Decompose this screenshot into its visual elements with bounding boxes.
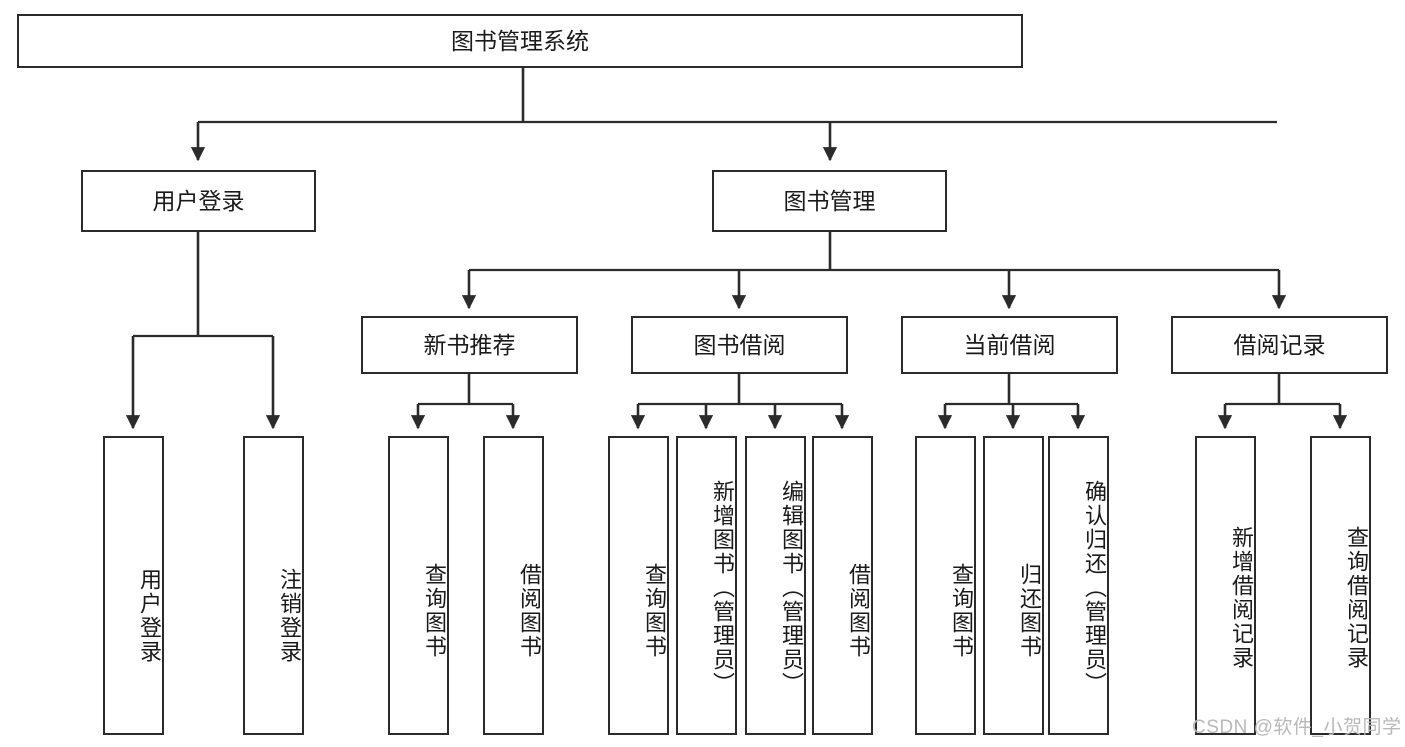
node-root-book-management-system[interactable]: 图书管理系统 xyxy=(17,14,1023,68)
node-book-borrow-label: 图书借阅 xyxy=(693,331,786,358)
leaf-new-book-borrow-books[interactable]: 借阅图书 xyxy=(483,436,544,735)
leaf-new-book-query-books[interactable]: 查询图书 xyxy=(388,436,449,735)
node-new-book-recommend-label: 新书推荐 xyxy=(423,331,516,358)
node-current-borrow-label: 当前借阅 xyxy=(963,331,1056,358)
leaf-borrow-record-add-record[interactable]: 新增借阅记录 xyxy=(1195,436,1256,735)
leaf-book-borrow-borrow-books[interactable]: 借阅图书 xyxy=(812,436,873,735)
node-root-label: 图书管理系统 xyxy=(451,27,589,54)
leaf-user-login-logout-label: 注销登录 xyxy=(277,567,302,664)
leaf-book-borrow-add-book-admin[interactable]: 新增图书（管理员） xyxy=(676,436,737,735)
node-current-borrow[interactable]: 当前借阅 xyxy=(901,316,1118,374)
leaf-book-borrow-query-books[interactable]: 查询图书 xyxy=(608,436,669,735)
leaf-current-borrow-return-books-label: 归还图书 xyxy=(1017,562,1042,659)
leaf-borrow-record-query-record-label: 查询借阅记录 xyxy=(1344,525,1369,670)
node-borrow-record-label: 借阅记录 xyxy=(1233,331,1326,358)
leaf-current-borrow-confirm-return-admin[interactable]: 确认归还（管理员） xyxy=(1048,436,1109,735)
leaf-user-login-login[interactable]: 用户登录 xyxy=(103,436,164,735)
leaf-user-login-login-label: 用户登录 xyxy=(137,567,162,664)
leaf-current-borrow-confirm-return-admin-label: 确认归还（管理员） xyxy=(1082,479,1107,696)
leaf-book-borrow-borrow-books-label: 借阅图书 xyxy=(846,562,871,659)
leaf-new-book-borrow-books-label: 借阅图书 xyxy=(517,562,542,659)
leaf-book-borrow-edit-book-admin-label: 编辑图书（管理员） xyxy=(779,479,804,696)
leaf-current-borrow-query-books-label: 查询图书 xyxy=(949,562,974,659)
leaf-current-borrow-query-books[interactable]: 查询图书 xyxy=(915,436,976,735)
leaf-borrow-record-add-record-label: 新增借阅记录 xyxy=(1229,525,1254,670)
node-borrow-record[interactable]: 借阅记录 xyxy=(1171,316,1388,374)
node-book-management[interactable]: 图书管理 xyxy=(712,170,947,232)
node-user-login-label: 用户登录 xyxy=(152,187,245,214)
leaf-book-borrow-add-book-admin-label: 新增图书（管理员） xyxy=(710,479,735,696)
leaf-current-borrow-return-books[interactable]: 归还图书 xyxy=(983,436,1044,735)
leaf-book-borrow-edit-book-admin[interactable]: 编辑图书（管理员） xyxy=(745,436,806,735)
leaf-borrow-record-query-record[interactable]: 查询借阅记录 xyxy=(1310,436,1371,735)
leaf-user-login-logout[interactable]: 注销登录 xyxy=(243,436,304,735)
leaf-book-borrow-query-books-label: 查询图书 xyxy=(642,562,667,659)
node-new-book-recommend[interactable]: 新书推荐 xyxy=(361,316,578,374)
node-book-borrow[interactable]: 图书借阅 xyxy=(631,316,848,374)
csdn-watermark: CSDN @软件_小贺同学 xyxy=(1192,717,1402,738)
node-user-login[interactable]: 用户登录 xyxy=(81,170,316,232)
node-book-management-label: 图书管理 xyxy=(783,187,876,214)
leaf-new-book-query-books-label: 查询图书 xyxy=(422,562,447,659)
